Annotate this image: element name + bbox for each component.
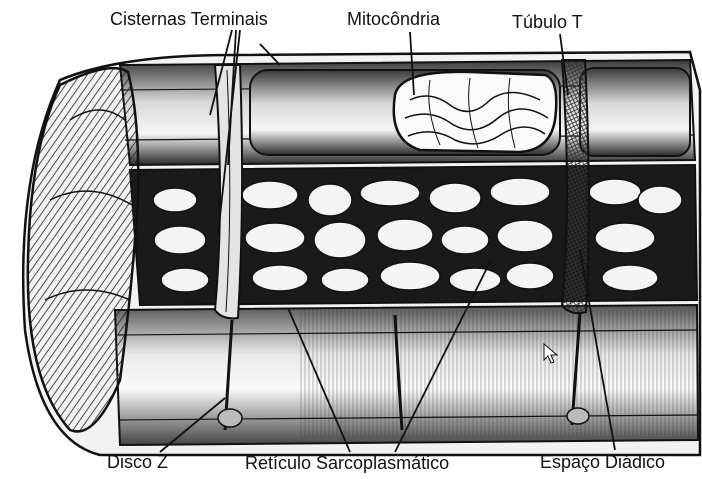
label-cisternas-terminais: Cisternas Terminais (110, 9, 268, 29)
sarcoplasmic-reticulum (130, 165, 697, 305)
mitochondrion (394, 72, 557, 152)
label-disco-z: Disco Z (107, 452, 168, 472)
label-tubulo-t: Túbulo T (512, 12, 583, 32)
label-mitocondria: Mitocôndria (347, 9, 440, 29)
label-espaco-diadico: Espaço Diádico (540, 452, 665, 472)
t-tubule-left (215, 65, 242, 318)
label-reticulo-sarcoplasmatico: Retículo Sarcoplasmático (245, 453, 449, 473)
